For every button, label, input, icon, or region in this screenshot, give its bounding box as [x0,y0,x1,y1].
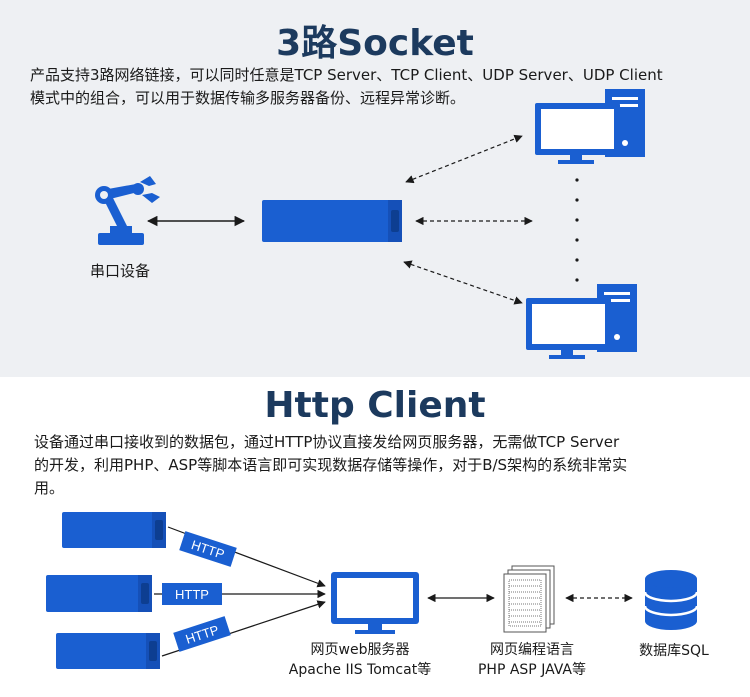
http-desc-line2: 的开发，利用PHP、ASP等脚本语言即可实现数据存储等操作，对于B/S架构的系统… [34,456,628,474]
http-tag: HTTP [173,616,231,652]
ellipsis-dots [575,178,579,282]
computer-icon [535,89,645,164]
document-icon [503,565,555,633]
http-title: Http Client [264,385,486,426]
socket-desc-line2: 模式中的组合，可以用于数据传输多服务器备份、远程异常诊断。 [30,89,466,107]
socket-description: 产品支持3路网络链接，可以同时任意是TCP Server、TCP Client、… [30,64,730,110]
database-label: 数据库SQL [639,643,709,659]
language-label: 网页编程语言 PHP ASP JAVA等 [462,639,602,679]
device-icon [62,512,166,548]
http-desc-line1: 设备通过串口接收到的数据包，通过HTTP协议直接发给网页服务器，无需做TCP S… [34,433,620,451]
device-icon [46,575,152,612]
robot-arm-icon [95,176,160,245]
device-icon [262,200,402,242]
socket-title: 3路Socket [276,23,474,64]
socket-desc-line1: 产品支持3路网络链接，可以同时任意是TCP Server、TCP Client、… [30,66,663,84]
monitor-icon [331,572,419,634]
link-arrow-top [405,134,523,184]
language-label-line1: 网页编程语言 [490,642,574,658]
http-tag: HTTP [162,583,222,605]
computer-icon [526,284,637,359]
http-desc-line3: 用。 [34,479,65,497]
http-tag: HTTP [179,531,237,567]
serial-device-label: 串口设备 [89,262,150,280]
link-arrow-bottom [403,260,523,305]
web-server-label-line2: Apache IIS Tomcat等 [288,662,432,678]
http-tag-label: HTTP [175,587,209,602]
http-description: 设备通过串口接收到的数据包，通过HTTP协议直接发给网页服务器，无需做TCP S… [34,431,734,500]
web-server-label: 网页web服务器 Apache IIS Tomcat等 [285,639,435,679]
language-label-line2: PHP ASP JAVA等 [477,662,587,678]
database-icon [643,570,699,630]
web-server-label-line1: 网页web服务器 [310,642,410,658]
device-icon [56,633,160,669]
